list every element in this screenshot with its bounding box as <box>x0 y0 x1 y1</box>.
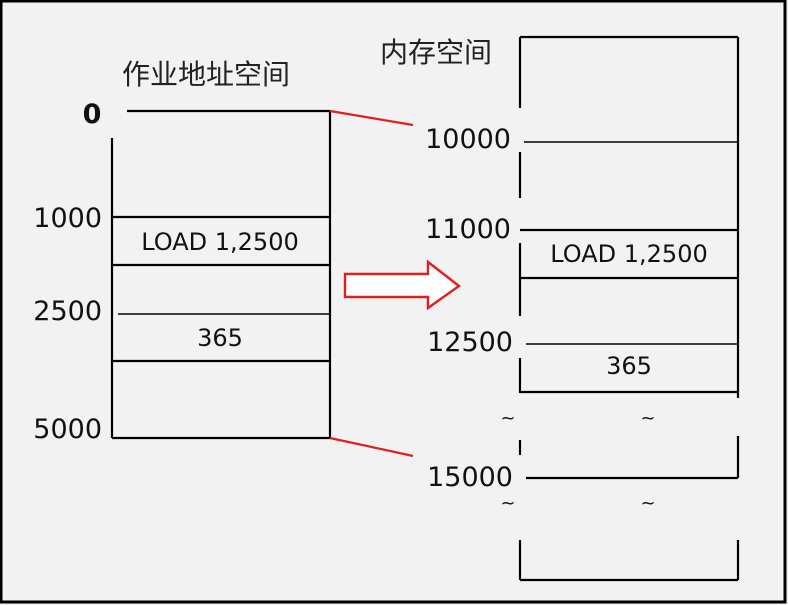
memory-space: 内存空间 10000 11000 12500 15 <box>380 35 740 582</box>
memory-cell-value-365: 365 <box>606 352 652 380</box>
memory-space-lines <box>518 35 740 582</box>
relocation-arrow-icon <box>343 259 462 311</box>
gap-mark-4: ~ <box>640 493 655 514</box>
job-address-0: 0 <box>83 99 102 130</box>
job-cell-load-instruction: LOAD 1,2500 <box>141 228 299 256</box>
gap-mark-2: ~ <box>640 408 655 429</box>
job-cell-value-365: 365 <box>197 324 243 352</box>
mapping <box>329 109 462 458</box>
memory-space-title: 内存空间 <box>380 36 492 69</box>
job-address-space: 作业地址空间 0 1000 2500 5000 LOAD 1,2500 365 <box>33 58 332 445</box>
memory-cell-load-instruction: LOAD 1,2500 <box>550 240 708 268</box>
memory-address-15000: 15000 <box>427 462 513 493</box>
job-address-1000: 1000 <box>33 203 102 234</box>
memory-address-11000: 11000 <box>425 214 511 245</box>
memory-address-12500: 12500 <box>427 327 513 358</box>
job-space-lines <box>110 109 332 440</box>
job-address-5000: 5000 <box>33 414 102 445</box>
job-address-2500: 2500 <box>33 296 102 327</box>
mapping-line-bottom <box>329 436 414 458</box>
gap-mark-1: ~ <box>500 408 515 429</box>
gap-mark-3: ~ <box>500 493 515 514</box>
job-space-title: 作业地址空间 <box>122 58 290 91</box>
mapping-line-top <box>329 109 414 127</box>
memory-address-10000: 10000 <box>425 124 511 155</box>
